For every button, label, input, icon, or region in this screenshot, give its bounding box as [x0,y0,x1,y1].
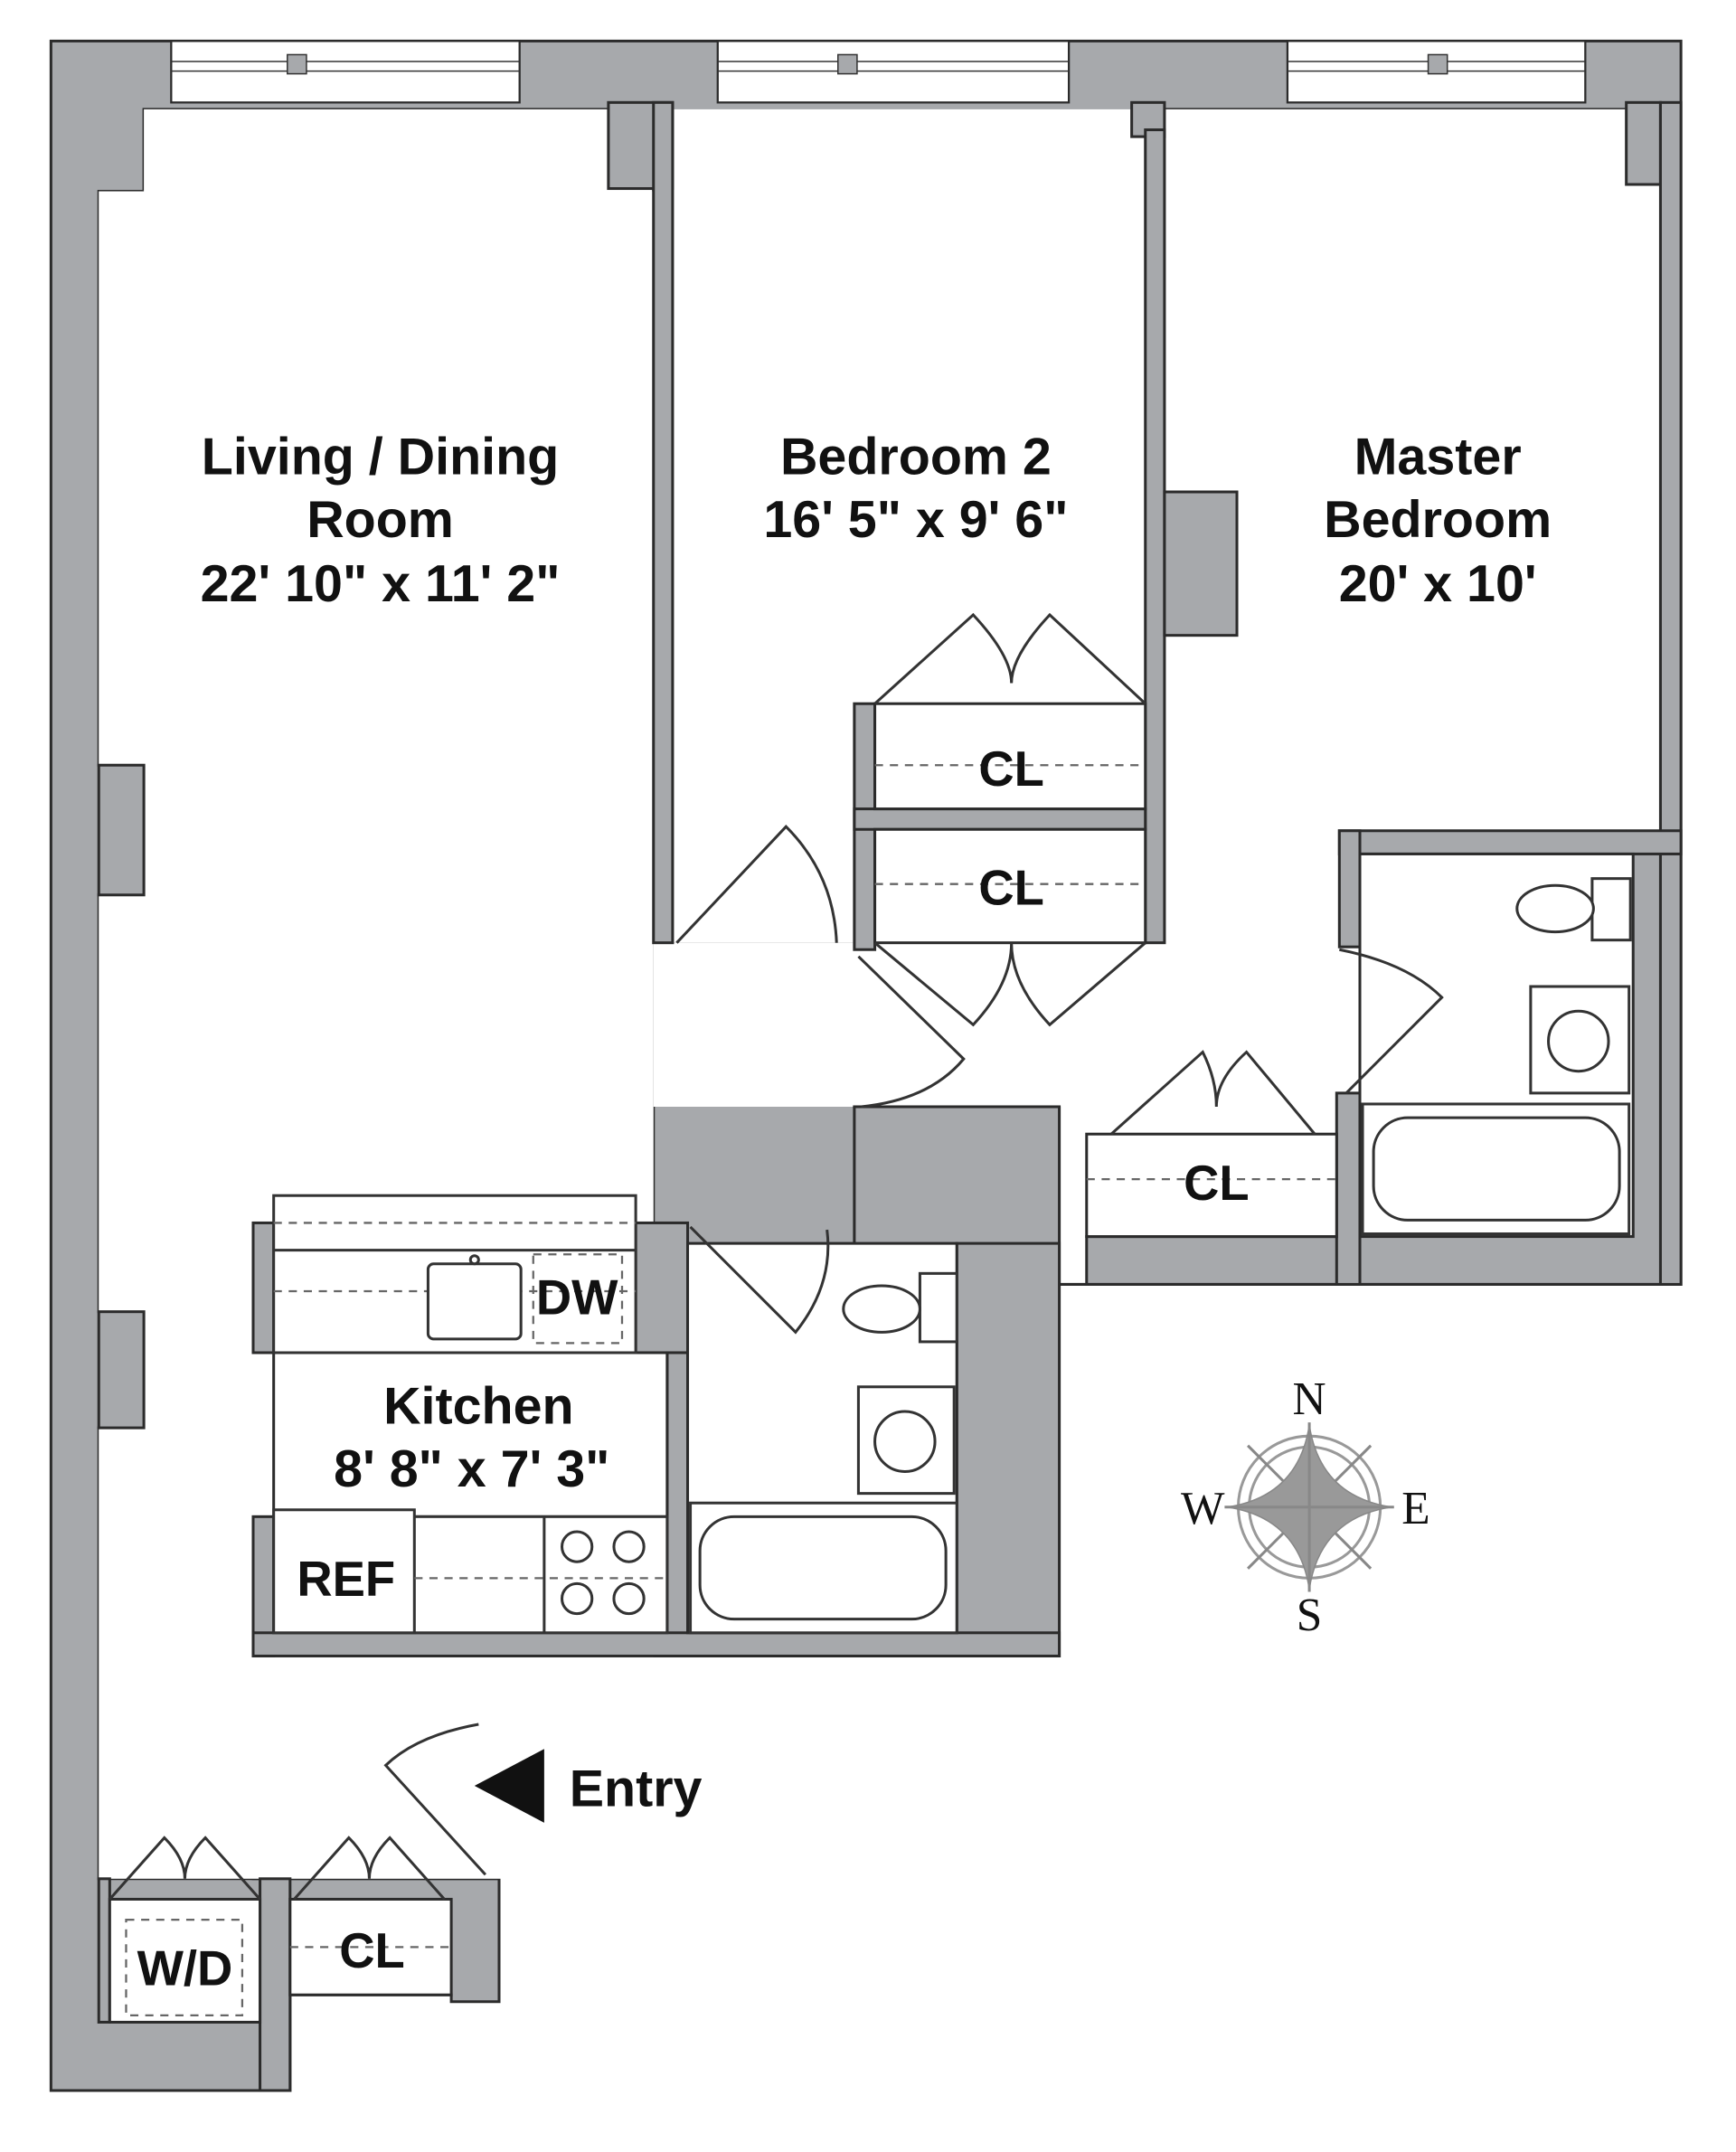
closet-label: CL [978,741,1044,797]
closet-label: CL [339,1923,405,1978]
dishwasher-label: DW [536,1270,618,1326]
bedroom2-door[interactable] [675,825,838,944]
closet-entry-doors[interactable] [293,1836,446,1901]
entry-door[interactable] [383,1723,487,1876]
refrigerator-label: REF [297,1552,395,1607]
compass-rose-icon [1224,1422,1394,1592]
bedroom2-label: Bedroom 2 16' 5" x 9' 6" [763,428,1068,549]
toilet-tank [918,1271,958,1344]
room-name: Bedroom 2 [780,428,1052,486]
washer-dryer-label: W/D [137,1941,233,1996]
refrigerator [272,1508,416,1635]
compass-south: S [1297,1590,1323,1641]
room-name: Room [307,491,454,549]
entry-arrow-icon [474,1749,544,1823]
bathroom-2-door[interactable] [689,1225,830,1335]
closet-bedroom2-lower [873,827,1147,945]
closet-label: CL [1184,1156,1250,1211]
toilet [1515,883,1595,934]
compass-north: N [1293,1373,1326,1425]
closet-label: CL [978,860,1044,915]
closet-doors[interactable] [1109,1050,1316,1136]
room-name: Living / Dining [202,428,559,486]
room-size: 20' x 10' [1339,555,1537,613]
master-bedroom-label: Master Bedroom 20' x 10' [1324,428,1552,613]
toilet [842,1284,921,1334]
closet-master [1085,1132,1338,1239]
washer-dryer-doors[interactable] [108,1836,261,1901]
living-dining-label: Living / Dining Room 22' 10" x 11' 2" [201,428,561,613]
kitchen [272,1351,669,1518]
room-size: 8' 8" x 7' 3" [334,1440,609,1498]
room-size: 16' 5" x 9' 6" [763,491,1068,549]
kitchen-sink [426,1262,523,1341]
closet-bedroom2-upper [873,702,1147,811]
room-name: Kitchen [383,1378,574,1436]
toilet-tank [1590,877,1632,942]
entry-label: Entry [570,1760,703,1818]
room-name: Master [1354,428,1522,486]
room-name: Bedroom [1324,491,1552,549]
windows [170,40,1587,104]
hall-door[interactable] [857,955,966,1109]
kitchen-label: Kitchen 8' 8" x 7' 3" [334,1378,609,1499]
room-size: 22' 10" x 11' 2" [201,555,561,613]
stove-burners [560,1530,646,1616]
compass-west: W [1181,1483,1225,1534]
closet-doors[interactable] [873,612,1146,1027]
master-bath-door[interactable] [1339,948,1444,1094]
compass-east: E [1401,1483,1429,1534]
